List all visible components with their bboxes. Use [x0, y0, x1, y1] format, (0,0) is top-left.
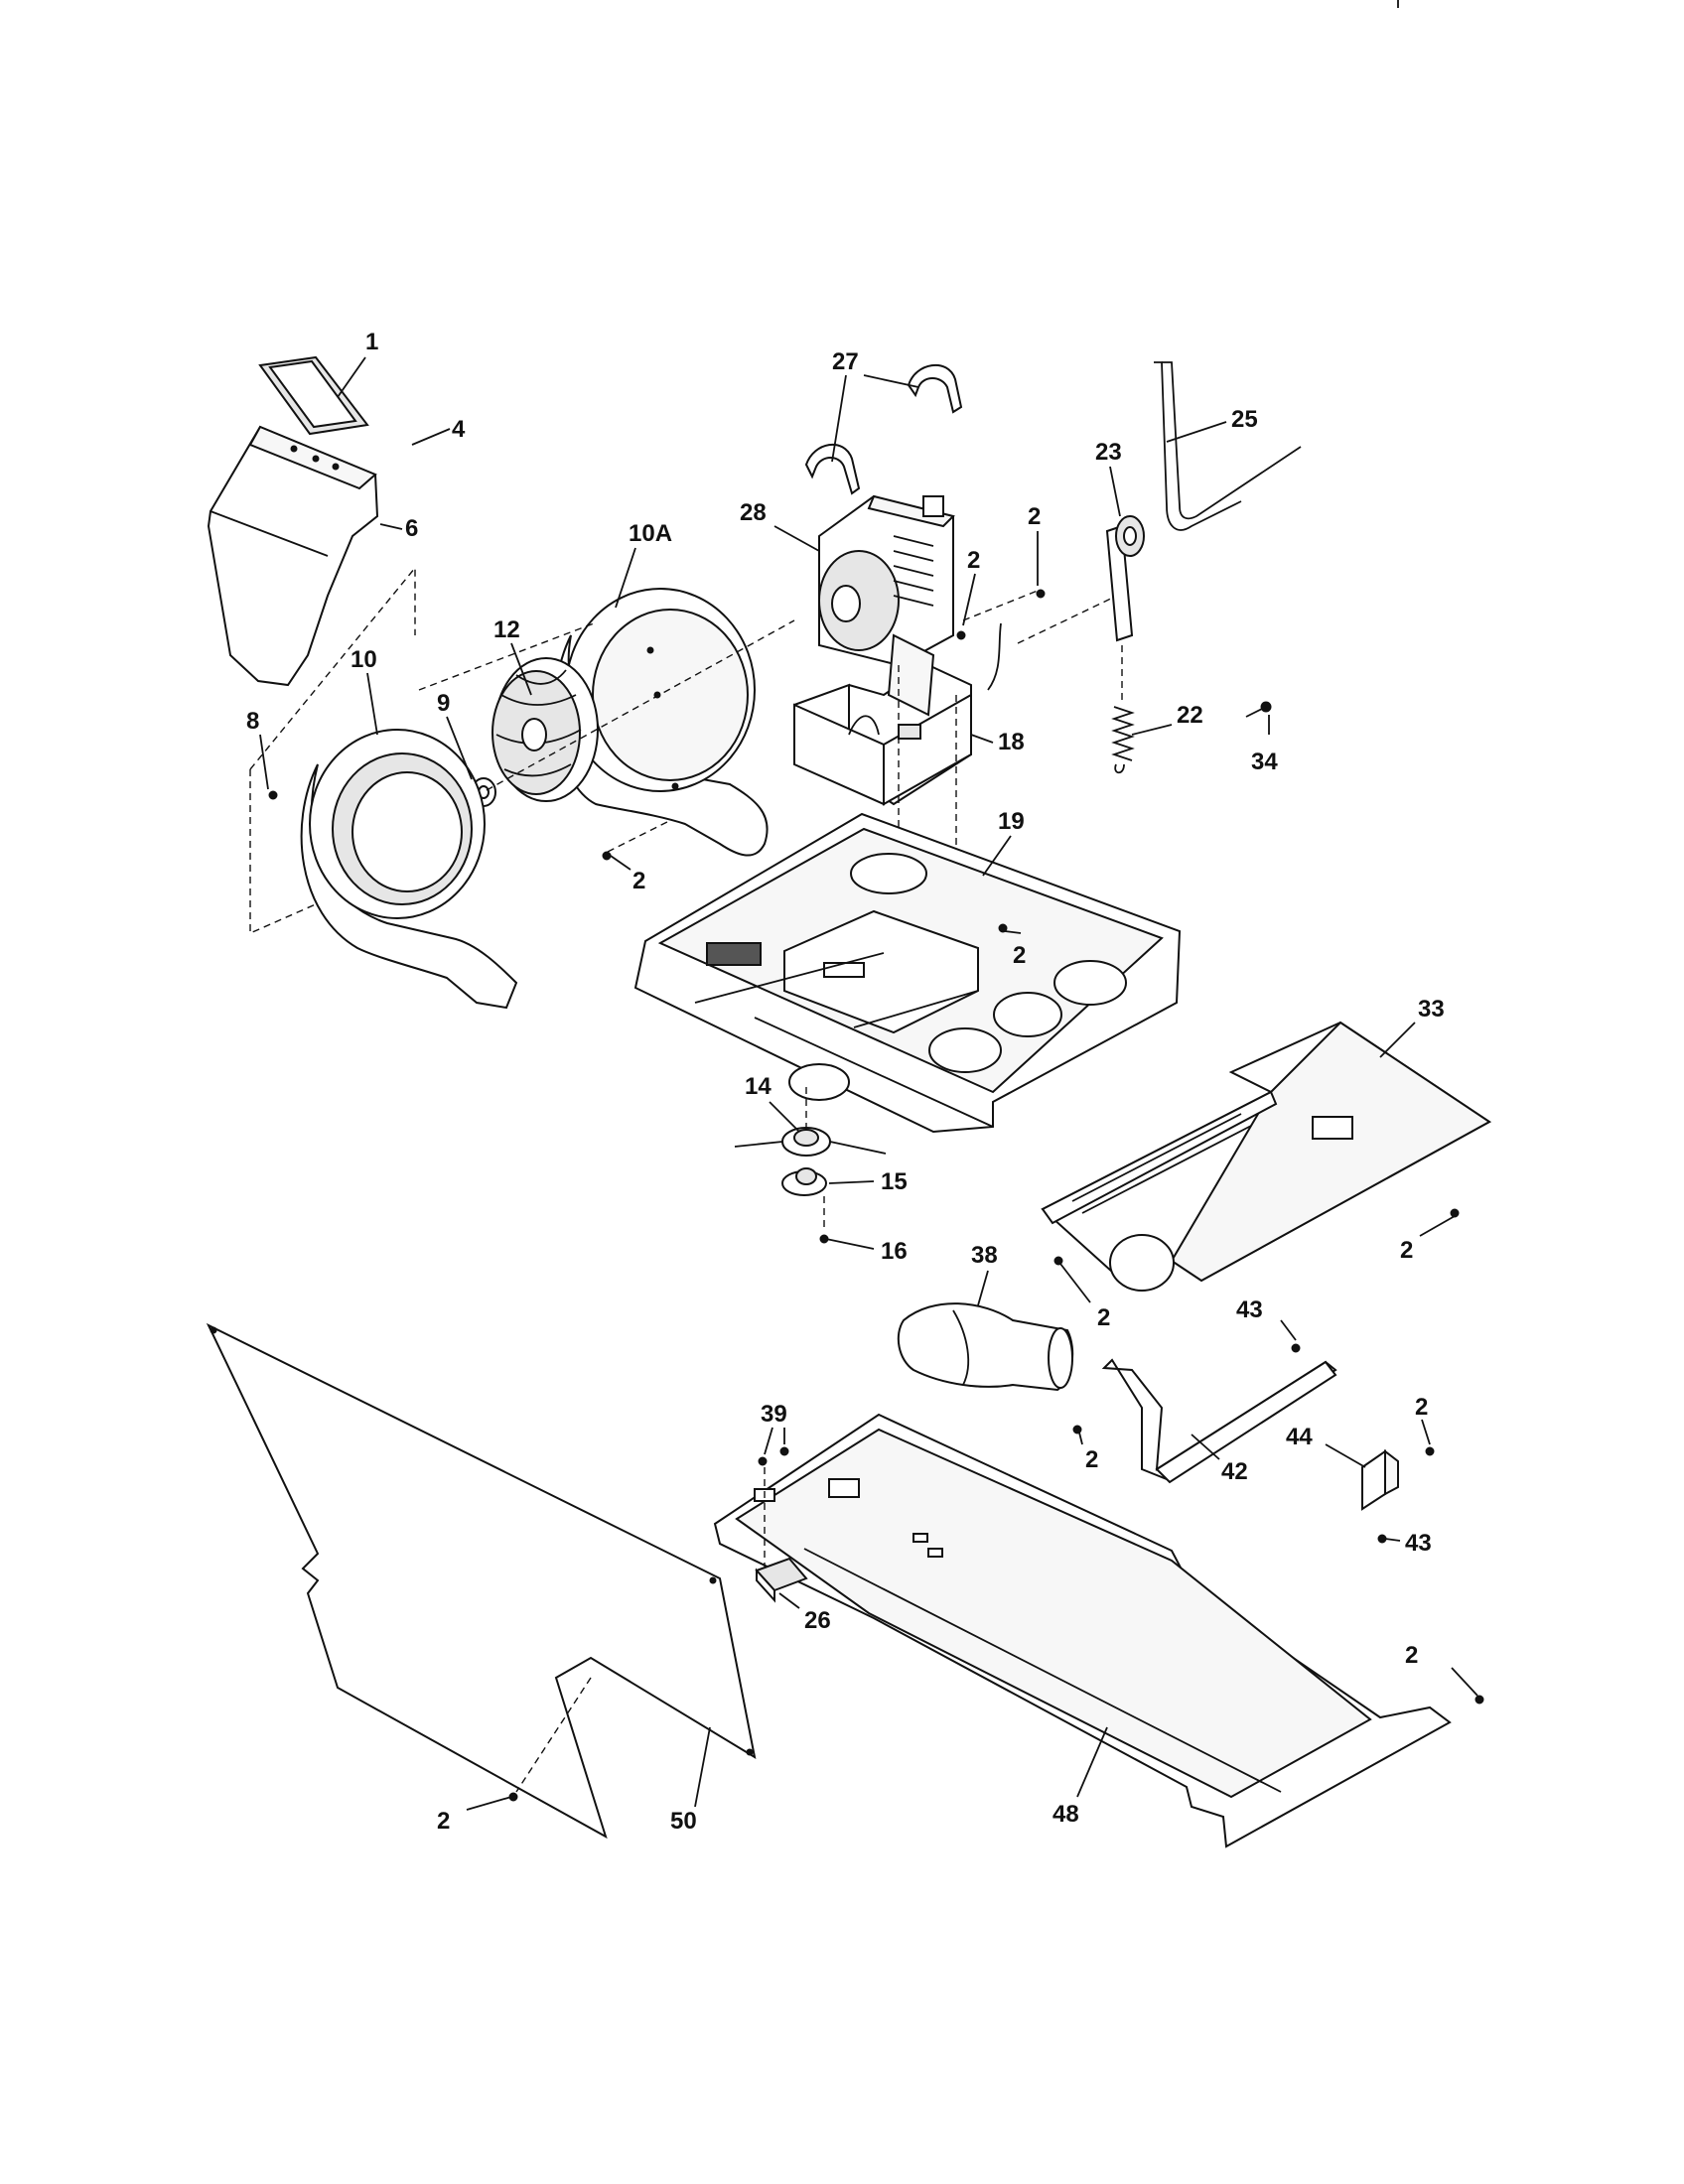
label-part-14: 14 — [745, 1073, 772, 1100]
label-part-2-tray: 2 — [1013, 942, 1026, 969]
part-1-gasket — [258, 355, 369, 436]
part-42-bracket — [1101, 1358, 1337, 1484]
label-part-1: 1 — [365, 329, 378, 355]
label-part-34: 34 — [1251, 749, 1278, 775]
label-part-16: 16 — [881, 1238, 908, 1265]
label-part-50: 50 — [670, 1808, 697, 1835]
assembly-lines-blower — [249, 566, 795, 935]
leader-lines — [259, 356, 1478, 1811]
part-18-motor-mount — [793, 633, 972, 806]
screw-2-clip — [1425, 1446, 1435, 1456]
part-10A-blower-housing-rear — [554, 588, 769, 857]
part-23-idler-arm — [1105, 515, 1145, 642]
label-part-10A: 10A — [629, 520, 672, 547]
label-part-8: 8 — [246, 708, 259, 735]
label-part-28: 28 — [740, 499, 767, 526]
part-27-motor-clamps — [804, 363, 963, 495]
part-10-blower-housing-front — [300, 729, 518, 1010]
label-part-15: 15 — [881, 1168, 908, 1195]
label-part-18: 18 — [998, 729, 1025, 755]
label-part-2-duct-a: 2 — [1400, 1237, 1413, 1264]
label-part-4: 4 — [452, 416, 466, 443]
part-22-spring — [1111, 645, 1135, 774]
label-part-6: 6 — [405, 515, 418, 542]
label-part-44: 44 — [1286, 1424, 1313, 1450]
screw-2-rail — [1474, 1695, 1484, 1705]
label-part-42: 42 — [1221, 1458, 1248, 1485]
screw-43-bottom — [1377, 1534, 1387, 1544]
part-6-exhaust-duct — [207, 425, 379, 687]
label-part-2-duct-b: 2 — [1097, 1304, 1110, 1331]
label-part-48: 48 — [1052, 1801, 1079, 1828]
part-34-screw — [1245, 701, 1272, 718]
label-part-43-top: 43 — [1236, 1297, 1263, 1323]
label-part-33: 33 — [1418, 996, 1445, 1023]
screw-39-b — [779, 1446, 789, 1456]
screw-2-motor-a — [956, 630, 966, 640]
label-part-26: 26 — [804, 1607, 831, 1634]
screw-2-bracket — [1072, 1425, 1082, 1434]
part-28-motor — [818, 494, 955, 667]
label-part-2-blower: 2 — [632, 868, 645, 894]
label-part-2-panel: 2 — [437, 1808, 450, 1835]
screw-8 — [268, 790, 278, 800]
part-44-clip — [1361, 1448, 1399, 1511]
label-part-2-motor-a: 2 — [967, 547, 980, 574]
label-part-39: 39 — [761, 1401, 787, 1428]
screw-39-a — [758, 1456, 768, 1466]
part-38-elbow — [897, 1302, 1074, 1392]
part-26-bumper — [755, 1557, 808, 1603]
label-part-38: 38 — [971, 1242, 998, 1269]
part-50-back-panel — [206, 1322, 757, 1840]
assembly-line-panel — [515, 1677, 592, 1793]
part-12-blower-wheel — [491, 657, 599, 802]
label-part-22: 22 — [1177, 702, 1203, 729]
label-part-10: 10 — [351, 646, 377, 673]
screw-43-top — [1291, 1343, 1301, 1353]
part-33-duct-cover — [1041, 1021, 1491, 1292]
screw-2-duct-a — [1450, 1208, 1460, 1218]
screw-2-motor-b — [1036, 589, 1046, 599]
part-15-sensor — [781, 1167, 827, 1196]
label-part-12: 12 — [493, 616, 520, 643]
label-part-25: 25 — [1231, 406, 1258, 433]
screw-2-tray — [998, 923, 1008, 933]
screw-2-duct-b — [1053, 1256, 1063, 1266]
part-19-base-tray — [633, 812, 1182, 1134]
part-14-thermal-fuse — [734, 1087, 887, 1157]
part-48-base-rail — [713, 1413, 1452, 1848]
label-part-43-bottom: 43 — [1405, 1530, 1432, 1557]
callout-labels: 1 4 6 10A 12 10 9 8 2 27 28 2 2 18 23 25… — [246, 329, 1445, 1835]
label-part-2-clip: 2 — [1415, 1394, 1428, 1421]
label-part-19: 19 — [998, 808, 1025, 835]
part-25-belt — [1154, 361, 1302, 531]
motor-switch-wire — [987, 622, 1002, 691]
label-part-27: 27 — [832, 348, 859, 375]
label-part-2-rail: 2 — [1405, 1642, 1418, 1669]
label-part-9: 9 — [437, 690, 450, 717]
label-part-2-motor-b: 2 — [1028, 503, 1041, 530]
label-part-2-bracket: 2 — [1085, 1446, 1098, 1473]
label-part-23: 23 — [1095, 439, 1122, 466]
